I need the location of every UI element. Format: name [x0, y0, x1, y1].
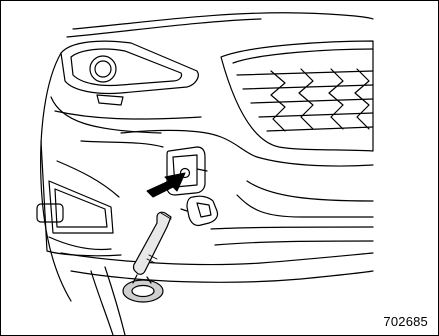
tow-hook	[123, 212, 171, 302]
headlight-lens	[90, 56, 116, 82]
insertion-arrow	[147, 173, 185, 197]
bumper-upper-line	[121, 130, 373, 166]
tow-hook-cover	[181, 196, 218, 225]
grille	[221, 41, 373, 151]
hood-line-2	[67, 19, 261, 37]
figure-id-label: 702685	[383, 314, 428, 329]
fog-lamp-area	[37, 141, 121, 256]
headlight	[61, 41, 198, 105]
bumper-lower-line	[61, 253, 373, 265]
tow-hook-cover-opening	[167, 147, 207, 195]
fog-lamp	[37, 204, 63, 222]
front-fender	[41, 53, 71, 301]
